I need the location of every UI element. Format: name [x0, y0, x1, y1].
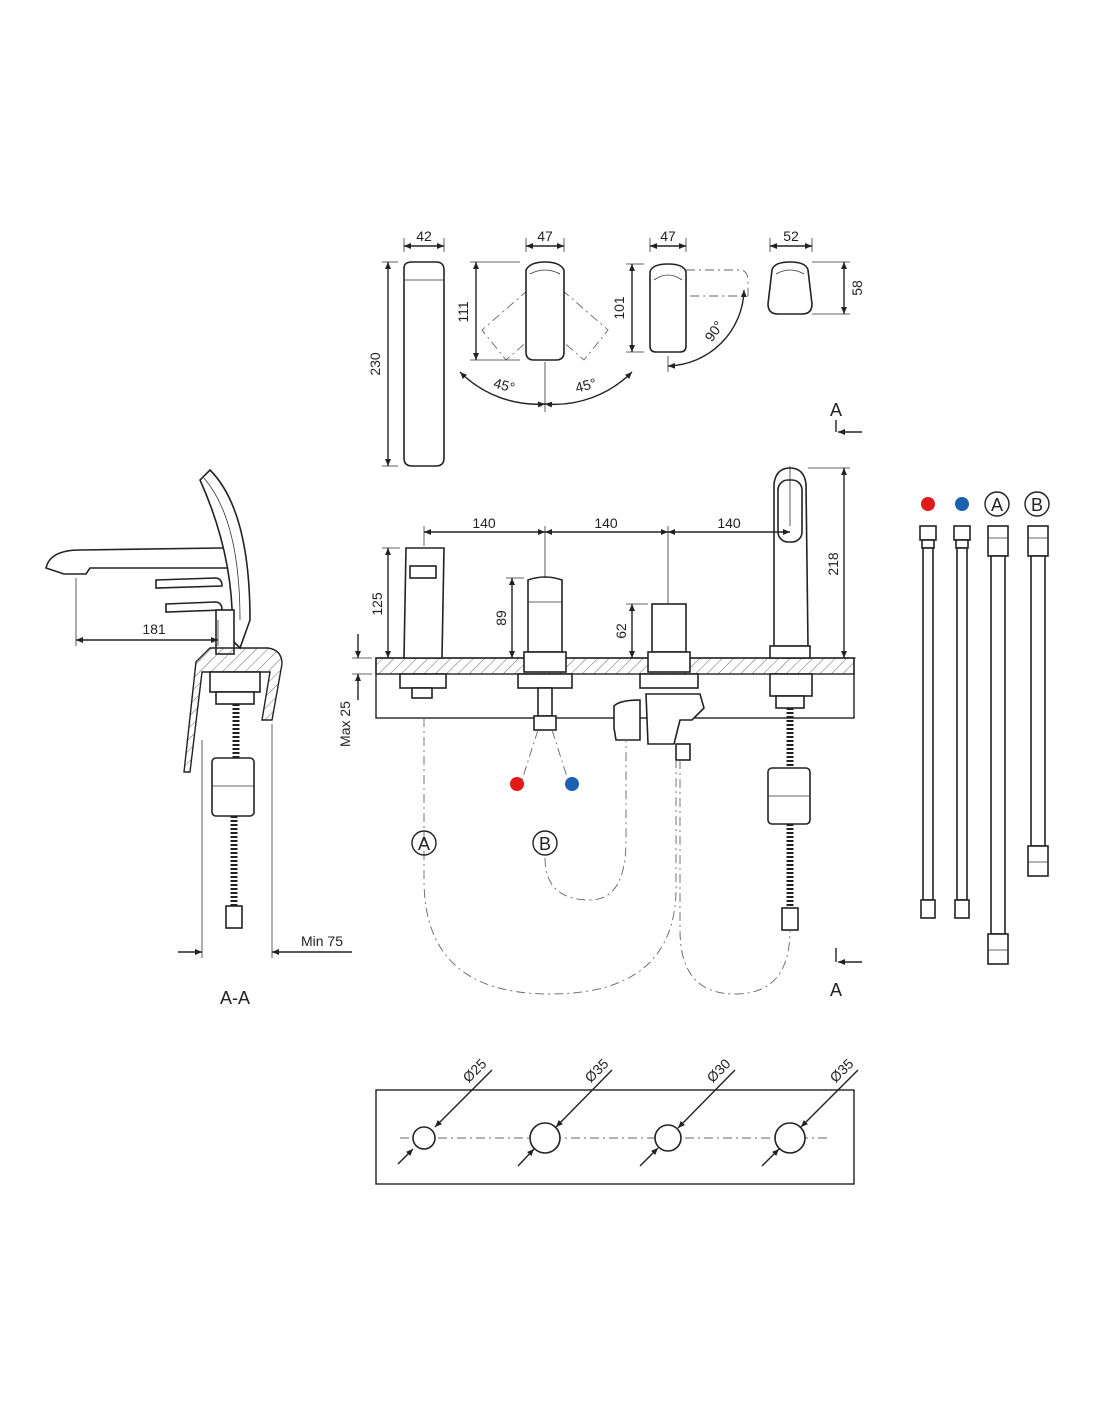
dim-47-diverter: 47	[660, 228, 676, 244]
mixer-top-view	[459, 238, 633, 412]
top-views: 42 47 47 52 230 111 101 58 45° 45° 90°	[367, 228, 865, 467]
dim-62: 62	[613, 623, 629, 639]
hose-b	[1027, 525, 1049, 877]
holder-top-view	[767, 238, 850, 315]
hole-d30: Ø30	[703, 1055, 733, 1085]
dim-230: 230	[367, 352, 383, 376]
hose-label-b: B	[539, 834, 551, 854]
angle-45-left: 45°	[492, 375, 517, 396]
angle-90: 90°	[701, 318, 726, 345]
legend-hot-dot	[921, 497, 935, 511]
dim-218: 218	[825, 552, 841, 576]
hose-label-a: A	[418, 834, 430, 854]
hose-cold	[953, 525, 971, 919]
cold-water-dot	[565, 777, 579, 791]
section-title: A-A	[220, 988, 250, 1008]
spacing-140-2: 140	[594, 515, 618, 531]
hand-shower-front	[767, 467, 813, 931]
dim-181: 181	[142, 621, 166, 637]
mixer-front	[517, 576, 573, 731]
hot-water-dot	[510, 777, 524, 791]
section-mark-bottom: A	[830, 980, 842, 1000]
front-view: A B 140 140 140 125 89 62 218 Max 25	[337, 400, 862, 1000]
dim-58: 58	[849, 280, 865, 296]
spacing-140-3: 140	[717, 515, 741, 531]
dim-52: 52	[783, 228, 799, 244]
dim-max25: Max 25	[337, 701, 353, 747]
section-mark-top: A	[830, 400, 842, 420]
spacing-140-1: 140	[472, 515, 496, 531]
dim-47-mixer: 47	[537, 228, 553, 244]
hole-d25: Ø25	[459, 1055, 489, 1085]
angle-45-right: 45°	[573, 375, 598, 396]
diverter-front	[613, 603, 705, 761]
hose-a	[987, 525, 1009, 965]
dim-101: 101	[611, 296, 627, 320]
hole-plan: Ø25 Ø35 Ø30 Ø35	[375, 1055, 859, 1185]
dim-min75: Min 75	[301, 933, 343, 949]
spout-front	[399, 547, 447, 699]
hoses-legend: A B	[919, 491, 1050, 965]
dim-111: 111	[455, 301, 471, 322]
dim-89: 89	[493, 610, 509, 626]
dim-42: 42	[416, 228, 432, 244]
diverter-top-view	[626, 238, 749, 372]
spout-top-view	[382, 238, 445, 467]
legend-label-b: B	[1031, 495, 1043, 515]
dim-125: 125	[369, 592, 385, 616]
hose-hot	[919, 525, 937, 919]
section-a-a: 181 Min 75 A-A	[45, 468, 352, 1008]
legend-cold-dot	[955, 497, 969, 511]
hole-d35-1: Ø35	[581, 1055, 611, 1085]
legend-label-a: A	[991, 495, 1003, 515]
hole-d35-2: Ø35	[826, 1055, 856, 1085]
